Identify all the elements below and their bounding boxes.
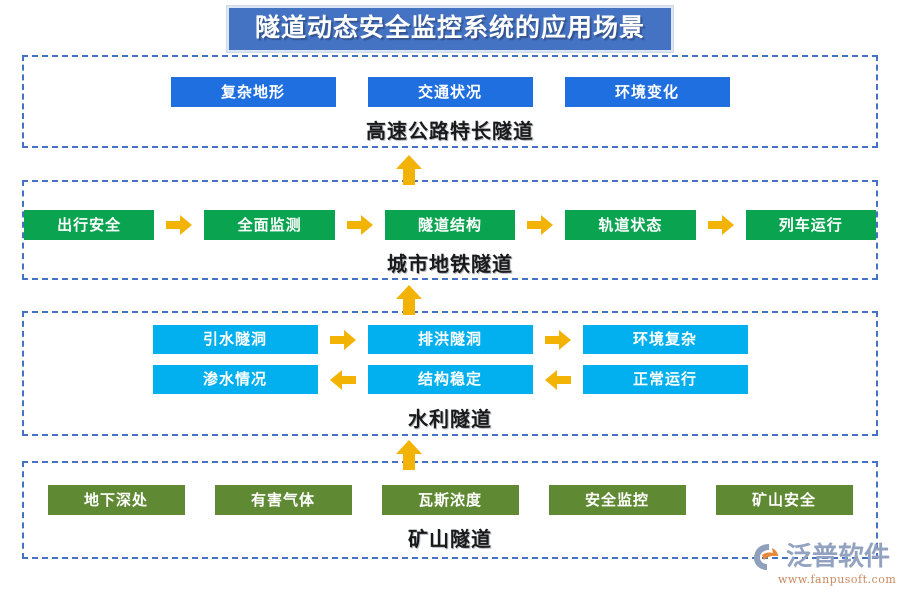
logo-wordmark: 泛普软件 — [786, 542, 891, 572]
scenario-node[interactable]: 轨道状态 — [565, 210, 696, 240]
page-title: 隧道动态安全监控系统的应用场景 — [226, 6, 673, 53]
node-spacer — [352, 500, 382, 501]
flow-arrow-up-icon — [396, 440, 422, 470]
arrow-left-icon — [543, 369, 573, 391]
arrow-right-icon — [543, 329, 573, 351]
logo-row: 泛普软件 — [752, 542, 892, 572]
arrow-head — [541, 215, 554, 235]
arrow-shaft — [554, 375, 571, 384]
arrow-shaft — [707, 221, 724, 229]
scenario-node[interactable]: 环境复杂 — [582, 325, 748, 354]
scenario-section: 复杂地形 交通状况 环境变化高速公路特长隧道 — [22, 55, 878, 148]
arrow-shaft — [403, 297, 415, 315]
flow-arrow-up-icon — [396, 155, 422, 185]
arrow-head — [396, 155, 422, 169]
node-row: 出行安全 全面监测 隧道结构 轨道状态 列车运行 — [23, 210, 877, 240]
scenario-node[interactable]: 地下深处 — [47, 485, 185, 515]
arrow-shaft — [329, 335, 346, 344]
scenario-node[interactable]: 列车运行 — [745, 210, 877, 240]
node-row: 引水隧洞 排洪隧洞 环境复杂 — [24, 325, 876, 354]
node-row: 渗水情况 结构稳定 正常运行 — [24, 365, 876, 394]
scenario-node[interactable]: 结构稳定 — [367, 365, 533, 394]
scenario-node[interactable]: 正常运行 — [582, 365, 748, 394]
node-spacer — [185, 500, 215, 501]
arrow-head — [544, 369, 557, 390]
arrow-shaft — [544, 335, 561, 344]
fanpu-logo-icon — [752, 542, 786, 572]
scenario-node[interactable]: 引水隧洞 — [152, 325, 318, 354]
arrow-right-icon — [328, 329, 358, 351]
section-caption: 矿山隧道 — [408, 527, 492, 551]
scenario-node[interactable]: 全面监测 — [204, 210, 335, 240]
arrow-shaft — [166, 221, 183, 229]
scenario-node[interactable]: 渗水情况 — [152, 365, 318, 394]
arrow-head — [396, 440, 422, 454]
arrow-right-icon — [164, 214, 194, 236]
node-spacer — [336, 92, 368, 93]
section-caption: 高速公路特长隧道 — [366, 119, 534, 143]
node-row: 地下深处有害气体瓦斯浓度安全监控矿山安全 — [24, 485, 876, 515]
arrow-right-icon — [345, 214, 375, 236]
scenario-section: 地下深处有害气体瓦斯浓度安全监控矿山安全矿山隧道 — [22, 461, 878, 559]
arrow-head — [721, 215, 734, 235]
node-spacer — [519, 500, 549, 501]
arrow-head — [396, 285, 422, 299]
arrow-shaft — [403, 167, 415, 185]
scenario-node[interactable]: 有害气体 — [214, 485, 352, 515]
arrow-shaft — [339, 375, 356, 384]
scenario-node[interactable]: 安全监控 — [548, 485, 686, 515]
arrow-head — [558, 329, 571, 350]
section-caption: 城市地铁隧道 — [387, 252, 513, 276]
scenario-node[interactable]: 交通状况 — [367, 77, 533, 107]
arrow-head — [180, 215, 193, 235]
arrow-head — [360, 215, 373, 235]
scenario-node[interactable]: 瓦斯浓度 — [381, 485, 519, 515]
arrow-head — [329, 369, 342, 390]
scenario-node[interactable]: 隧道结构 — [384, 210, 516, 240]
logo-url: www.fanpusoft.com — [778, 573, 897, 586]
brand-logo: 泛普软件 www.fanpusoft.com — [752, 542, 897, 594]
scenario-node[interactable]: 出行安全 — [23, 210, 155, 240]
arrow-right-icon — [525, 214, 555, 236]
arrow-head — [343, 329, 356, 350]
scenario-node[interactable]: 矿山安全 — [715, 485, 853, 515]
scenario-section: 引水隧洞 排洪隧洞 环境复杂渗水情况 结构稳定 正常运行水利隧道 — [22, 311, 878, 436]
arrow-right-icon — [706, 214, 736, 236]
section-caption: 水利隧道 — [408, 407, 492, 431]
arrow-left-icon — [328, 369, 358, 391]
page-title-container: 隧道动态安全监控系统的应用场景 — [0, 6, 900, 53]
node-spacer — [533, 92, 565, 93]
scenario-section: 出行安全 全面监测 隧道结构 轨道状态 列车运行城市地铁隧道 — [22, 180, 878, 280]
scenario-node[interactable]: 排洪隧洞 — [367, 325, 533, 354]
scenario-node[interactable]: 环境变化 — [564, 77, 730, 107]
arrow-shaft — [346, 221, 363, 229]
arrow-shaft — [527, 221, 544, 229]
arrow-shaft — [403, 452, 415, 470]
node-spacer — [686, 500, 716, 501]
scenario-node[interactable]: 复杂地形 — [170, 77, 336, 107]
flow-arrow-up-icon — [396, 285, 422, 315]
node-row: 复杂地形 交通状况 环境变化 — [24, 77, 876, 107]
